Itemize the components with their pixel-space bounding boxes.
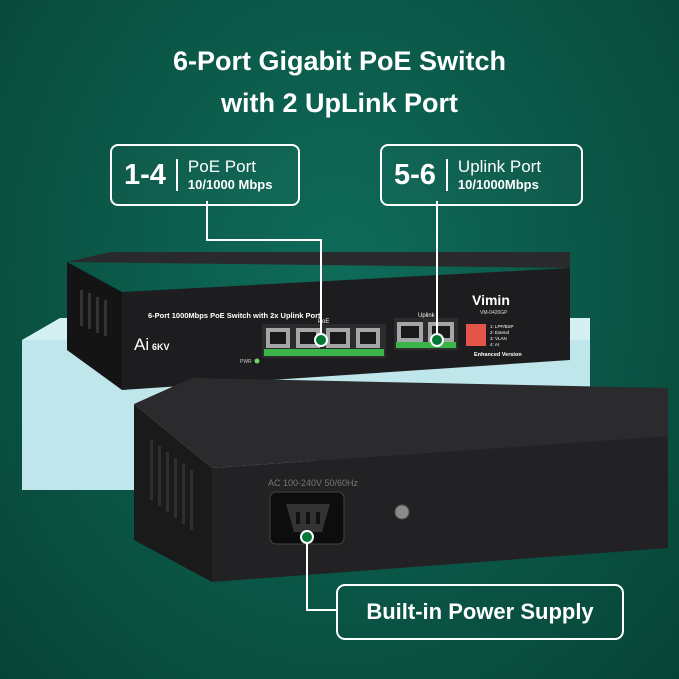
uplink-callout-marker	[430, 333, 444, 347]
poe-ports	[264, 328, 384, 356]
uplink-group-label: Uplink	[418, 313, 436, 319]
poe-port-range: 1-4	[124, 158, 166, 191]
uplink-port-label: Uplink Port	[457, 157, 542, 176]
rear-switch-back-panel	[212, 436, 668, 582]
poe-port-label: PoE Port	[187, 157, 256, 176]
svg-text:1: LPF/BSP: 1: LPF/BSP	[490, 324, 514, 329]
rear-switch-top	[134, 378, 668, 468]
svg-text:4: AI: 4: AI	[490, 342, 499, 347]
pwr-label: PWR	[240, 359, 252, 365]
poe-port-speed: 10/1000 Mbps	[187, 177, 273, 192]
front-panel-label: 6-Port 1000Mbps PoE Switch with 2x Uplin…	[148, 311, 321, 320]
uplink-port-speed: 10/1000Mbps	[457, 177, 539, 192]
surge-rating: 6KV	[152, 342, 170, 352]
headline-line-2: with 2 UpLink Port	[220, 88, 458, 118]
poe-group-label: PoE	[318, 319, 329, 325]
edition-label: Enhanced Version	[474, 352, 522, 358]
uplink-port-callout: 5-6 Uplink Port 10/1000Mbps	[380, 144, 583, 206]
uplink-port-range: 5-6	[394, 158, 436, 191]
poe-port-callout: 1-4 PoE Port 10/1000 Mbps	[110, 144, 300, 206]
svg-text:2: Extend: 2: Extend	[490, 330, 510, 335]
brand-logo: Vimin	[472, 292, 510, 308]
switch-top	[67, 252, 570, 268]
poe-callout-marker	[314, 333, 328, 347]
svg-text:3: VLAN: 3: VLAN	[490, 336, 507, 341]
rear-power-label: AC 100-240V 50/60Hz	[268, 478, 359, 488]
rear-switch-side	[134, 404, 212, 582]
headline-line-1: 6-Port Gigabit PoE Switch	[172, 46, 507, 76]
model-number: VM-0420GP	[480, 310, 508, 316]
power-led	[254, 358, 260, 364]
ai-badge: Ai	[134, 335, 149, 354]
ground-screw	[394, 504, 410, 520]
power-supply-callout: Built-in Power Supply	[336, 584, 624, 640]
dip-switch	[466, 324, 486, 346]
